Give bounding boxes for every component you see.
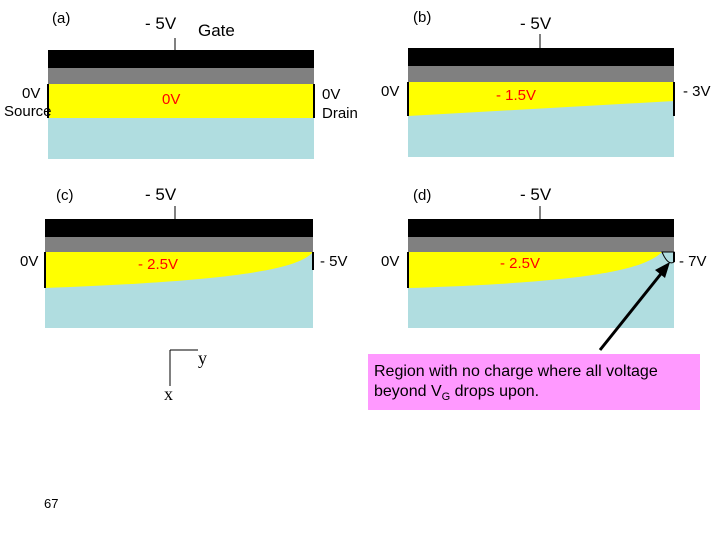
panel-b-gate-electrode <box>408 48 674 66</box>
panel-c-drain-voltage: - 5V <box>320 253 348 270</box>
panel-a-gate-label: Gate <box>198 21 235 40</box>
panel-a-drain-voltage: 0V <box>322 86 341 103</box>
y-axis-label: y <box>198 348 207 368</box>
panel-b-channel <box>408 82 674 116</box>
panel-a-source-label: Source <box>4 103 52 120</box>
panel-a-oxide <box>48 68 314 84</box>
panel-b-gate-voltage: - 5V <box>520 14 552 33</box>
callout-subscript: G <box>441 391 451 404</box>
panel-d-drain-voltage: - 7V <box>679 253 707 270</box>
page-number: 67 <box>44 496 59 511</box>
panel-b-tag: (b) <box>413 9 432 26</box>
panel-b-device <box>407 34 675 157</box>
panel-c-gate-electrode <box>45 219 313 237</box>
callout-box: Region with no charge where all voltage … <box>368 354 700 410</box>
panel-d-tag: (d) <box>413 187 432 204</box>
callout-arrowhead <box>655 262 670 278</box>
panel-c-device <box>44 206 314 328</box>
panel-a-tag: (a) <box>52 10 71 27</box>
panel-c-channel-voltage: - 2.5V <box>138 256 179 273</box>
callout-text-end: drops upon. <box>450 383 540 400</box>
panel-d-channel-voltage: - 2.5V <box>500 255 541 272</box>
panel-d-channel <box>408 252 662 288</box>
panel-a-source-voltage: 0V <box>22 85 41 102</box>
panel-d-device <box>407 206 675 328</box>
panel-b-source-voltage: 0V <box>381 83 400 100</box>
panel-a-device <box>47 38 315 159</box>
panel-d-source-voltage: 0V <box>381 253 400 270</box>
panel-a-channel-voltage: 0V <box>162 91 181 108</box>
panel-a-gate-voltage: - 5V <box>145 14 177 33</box>
panel-d-gate-voltage: - 5V <box>520 185 552 204</box>
panel-b-drain-voltage: - 3V <box>683 83 711 100</box>
panel-c-source-voltage: 0V <box>20 253 39 270</box>
panel-a-gate-electrode <box>48 50 314 68</box>
panel-c-tag: (c) <box>56 187 74 204</box>
panel-a-drain-label: Drain <box>322 105 358 122</box>
callout-arrow-line <box>598 269 666 351</box>
panel-c-channel <box>45 252 313 288</box>
panel-d-oxide <box>408 237 674 252</box>
axes-indicator <box>169 349 198 386</box>
panel-c-oxide <box>45 237 313 252</box>
callout-text: Region with no charge where all voltage … <box>374 363 658 400</box>
panel-c-gate-voltage: - 5V <box>145 185 177 204</box>
panel-a-channel <box>48 84 314 118</box>
panel-b-oxide <box>408 66 674 82</box>
x-axis-label: x <box>164 384 173 404</box>
callout-arrow <box>598 262 670 351</box>
panel-d-gate-electrode <box>408 219 674 237</box>
panel-b-channel-voltage: - 1.5V <box>496 87 537 104</box>
